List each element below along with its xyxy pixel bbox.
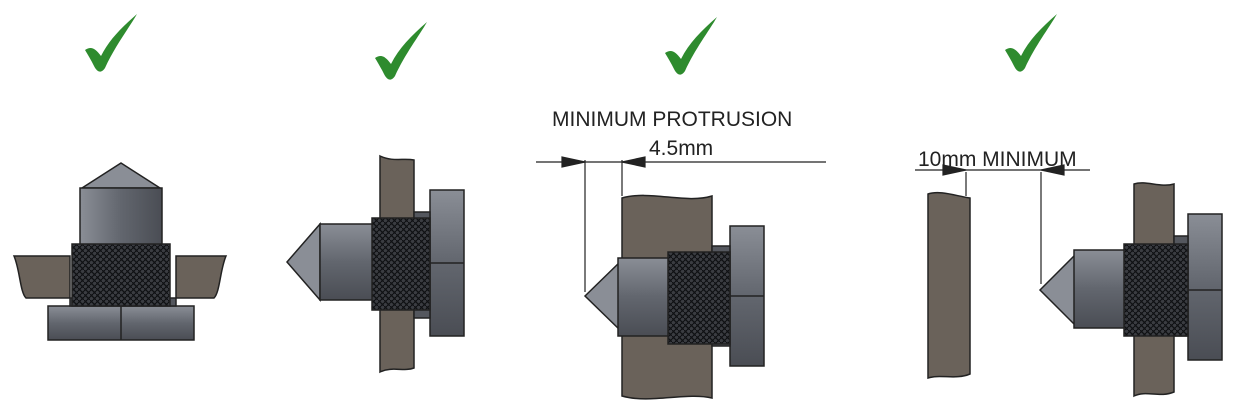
threaded-section [1123,243,1189,337]
dimension-clearance [915,164,1090,284]
horizontal-plate [12,255,71,299]
check-icon [1005,14,1057,72]
threaded-section [371,217,431,311]
fastener-shank [79,187,163,247]
fastener-figure-vertical [12,162,228,341]
fastener-shank [1073,249,1133,329]
threaded-section [71,243,171,307]
fastener-shank [617,257,675,337]
fastener-tip [1038,252,1077,328]
fastener-tip [79,162,163,189]
fastener-figure-clearance [927,182,1223,398]
horizontal-plate [175,255,228,299]
dimension-protrusion [536,156,826,292]
fastener-tip [286,221,321,303]
minimum-protrusion-value: 4.5mm [649,137,713,160]
check-icon [85,14,137,72]
nut [1187,213,1223,361]
check-icon [665,17,717,75]
fastener-figure-horizontal [286,154,465,374]
threaded-section [667,251,731,345]
adjacent-plate [927,191,971,380]
minimum-protrusion-label: MINIMUM PROTRUSION [552,108,792,131]
fastener-figure-protrusion [583,194,765,400]
fastener-tip [583,258,623,334]
check-icon [375,22,427,80]
fastener-shank [319,223,377,301]
clearance-label: 10mm MINIMUM [918,148,1077,171]
